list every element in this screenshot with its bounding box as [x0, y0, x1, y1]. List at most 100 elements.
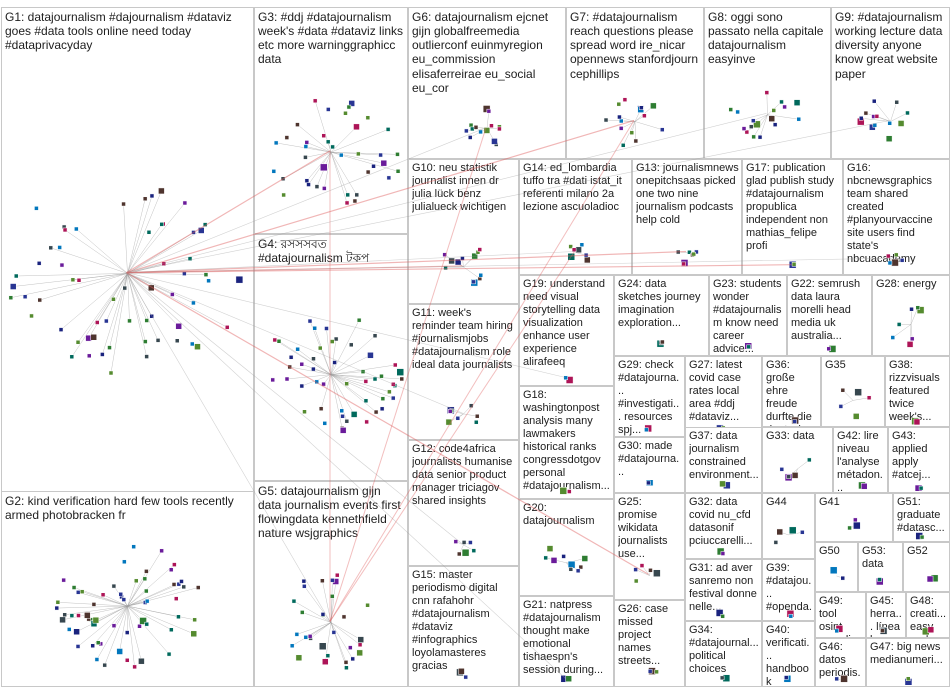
edge — [127, 273, 130, 322]
node — [380, 396, 386, 401]
node — [581, 555, 589, 563]
node — [786, 474, 791, 480]
node — [344, 665, 349, 670]
node — [391, 381, 396, 387]
group-panel-g43: G43: applied apply #atcej... — [888, 427, 950, 493]
node — [454, 258, 462, 266]
edge — [326, 328, 332, 375]
node — [271, 168, 277, 174]
hub-node — [829, 566, 838, 575]
node — [121, 597, 127, 602]
group-nodes-g17 — [788, 261, 797, 269]
node — [138, 657, 145, 665]
node — [464, 129, 469, 134]
group-label-g21: G21: natpress #datajournalism thought ma… — [523, 599, 604, 676]
edge — [119, 605, 128, 652]
node — [872, 123, 878, 128]
group-label-g2: G2: kind verification hard few tools rec… — [5, 494, 234, 523]
node — [461, 540, 467, 545]
node — [62, 227, 68, 233]
group-nodes-g19 — [563, 375, 574, 384]
node — [863, 110, 869, 116]
node — [447, 409, 453, 414]
edge — [635, 569, 650, 576]
node — [352, 198, 358, 203]
group-panel-g33: G33: data — [762, 427, 833, 493]
node — [320, 612, 326, 617]
group-label-g10: G10: neu statistik journalist innen dr j… — [412, 162, 507, 213]
edge — [109, 273, 128, 348]
node — [720, 614, 725, 619]
group-panel-g13: G13: journalismnews onepitchsaas picked … — [632, 159, 742, 275]
node — [314, 183, 320, 189]
group-label-g32: G32: data covid nu_cfd datasonif pciucca… — [689, 496, 753, 547]
group-nodes-g9 — [857, 98, 910, 142]
node — [73, 628, 80, 635]
node — [144, 318, 149, 323]
group-nodes-g14 — [567, 242, 591, 264]
group-nodes-g37 — [719, 480, 731, 490]
node — [567, 489, 572, 494]
node — [764, 89, 770, 95]
group-label-g40: G40: verificati... handbook disinfor... — [766, 624, 810, 687]
node — [648, 567, 653, 573]
group-nodes-g43 — [914, 484, 924, 491]
edge — [64, 229, 128, 274]
node — [728, 106, 733, 112]
node — [858, 115, 864, 121]
edge — [10, 273, 128, 299]
node — [194, 343, 201, 351]
edge — [634, 121, 663, 130]
group-label-g46: G46: datos periodis... — [819, 641, 861, 687]
hub-node — [235, 276, 244, 284]
node — [748, 124, 754, 129]
hub-node — [916, 306, 925, 315]
edge — [330, 151, 348, 203]
edge — [127, 564, 175, 607]
node — [299, 361, 305, 367]
edge — [466, 128, 488, 132]
node — [149, 314, 154, 319]
node — [75, 340, 81, 345]
node — [877, 577, 882, 583]
node — [788, 613, 794, 619]
group-label-g1: G1: datajournalism #dajournalism #datavi… — [5, 10, 232, 53]
node — [102, 662, 107, 668]
edge — [308, 151, 332, 185]
group-label-g35: G35 — [825, 359, 846, 371]
node — [360, 369, 366, 374]
node — [782, 104, 787, 109]
node — [719, 675, 725, 681]
edge — [127, 605, 194, 634]
node — [108, 370, 114, 376]
node — [909, 307, 914, 312]
edge — [127, 605, 172, 630]
node — [468, 540, 473, 545]
group-nodes-g32 — [716, 547, 726, 556]
group-label-g30: G30: made #datajourna... — [618, 440, 680, 478]
group-label-g25: G25: promise wikidata journalists use... — [618, 496, 668, 560]
hub-node — [891, 259, 899, 267]
node — [776, 528, 784, 536]
node — [75, 644, 81, 649]
group-nodes-g22 — [826, 345, 837, 353]
node — [179, 578, 184, 584]
node — [681, 261, 686, 267]
node — [751, 118, 756, 123]
node — [57, 245, 62, 250]
node — [131, 544, 136, 549]
node — [642, 113, 647, 118]
edge — [127, 196, 153, 274]
node — [325, 139, 331, 144]
hub-node — [753, 120, 761, 128]
node — [137, 623, 142, 629]
group-label-g38: G38: rizzvisuals featured twice week's..… — [889, 359, 940, 423]
node — [62, 612, 67, 617]
node — [866, 395, 872, 401]
group-label-g12: G12: code4africa journalists humanise da… — [412, 443, 513, 507]
hub-node — [559, 487, 568, 495]
edge — [306, 151, 332, 181]
node — [473, 125, 479, 130]
node — [443, 265, 448, 271]
edge — [330, 338, 337, 375]
